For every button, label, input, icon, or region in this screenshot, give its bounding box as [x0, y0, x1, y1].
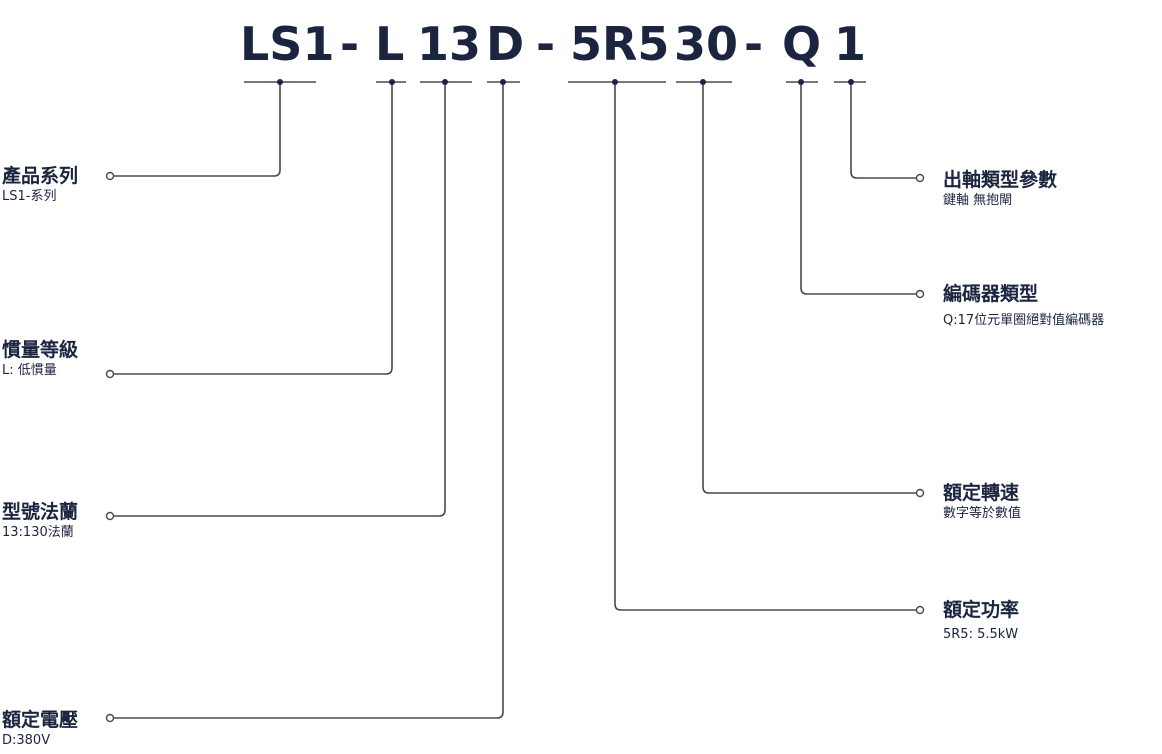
connector-flange [114, 82, 446, 517]
endpoint-encoder [915, 289, 925, 299]
dot-series [277, 79, 283, 85]
label-subtitle: 鍵軸 無抱閘 [943, 193, 1013, 208]
dot-encoder [798, 79, 804, 85]
endpoint-speed [915, 488, 925, 498]
code-dash-2: - [536, 17, 556, 71]
code-speed: 30 [674, 17, 739, 71]
label-subtitle: D:380V [2, 733, 51, 748]
label-shaft-type: 出軸類型參數 鍵軸 無抱閘 [943, 168, 1057, 210]
label-title: 產品系列 [2, 165, 79, 187]
endpoint-voltage [105, 713, 115, 723]
endpoint-flange [105, 511, 115, 521]
label-rated-power: 額定功率 5R5: 5.5kW [943, 598, 1019, 644]
dot-speed [700, 79, 706, 85]
connector-voltage [114, 82, 504, 719]
label-title: 慣量等級 [2, 339, 79, 361]
label-title: 額定電壓 [2, 709, 79, 731]
dot-inertia [389, 79, 395, 85]
code-voltage: D [486, 17, 525, 71]
connector-shaft [850, 82, 916, 179]
dot-shaft [848, 79, 854, 85]
code-encoder: Q [782, 17, 822, 71]
code-dash-1: - [340, 17, 360, 71]
label-subtitle: Q:17位元單圈絕對值編碼器 [943, 313, 1105, 328]
connector-series [114, 82, 281, 177]
label-title: 出軸類型參數 [943, 169, 1058, 191]
dot-flange [442, 79, 448, 85]
label-inertia-level: 慣量等級 L: 低慣量 [2, 338, 78, 380]
endpoint-series [105, 171, 115, 181]
connector-encoder [800, 82, 916, 295]
code-dash-3: - [744, 17, 764, 71]
code-shaft: 1 [834, 17, 867, 71]
label-rated-voltage: 額定電壓 D:380V [2, 708, 78, 750]
label-subtitle: LS1-系列 [2, 189, 57, 204]
label-title: 額定轉速 [943, 482, 1020, 504]
label-title: 編碼器類型 [943, 283, 1039, 305]
code-series: LS1 [240, 17, 335, 71]
label-subtitle: L: 低慣量 [2, 363, 57, 378]
label-subtitle: 13:130法蘭 [2, 525, 74, 540]
label-product-series: 產品系列 LS1-系列 [2, 164, 78, 206]
code-inertia: L [375, 17, 405, 71]
label-encoder-type: 編碼器類型 Q:17位元單圈絕對值編碼器 [943, 282, 1104, 330]
label-subtitle: 數字等於數值 [943, 506, 1022, 521]
code-flange: 13 [417, 17, 482, 71]
label-title: 型號法蘭 [2, 501, 79, 523]
label-rated-speed: 額定轉速 數字等於數值 [943, 481, 1021, 523]
label-subtitle: 5R5: 5.5kW [943, 627, 1019, 642]
label-flange: 型號法蘭 13:130法蘭 [2, 500, 78, 542]
connector-inertia [114, 82, 393, 375]
dot-voltage [500, 79, 506, 85]
endpoint-inertia [105, 369, 115, 379]
code-power: 5R5 [570, 17, 670, 71]
endpoint-shaft [915, 173, 925, 183]
label-title: 額定功率 [943, 599, 1020, 621]
connector-power [614, 82, 916, 611]
endpoint-power [915, 605, 925, 615]
dot-power [612, 79, 618, 85]
connector-speed [702, 82, 916, 494]
